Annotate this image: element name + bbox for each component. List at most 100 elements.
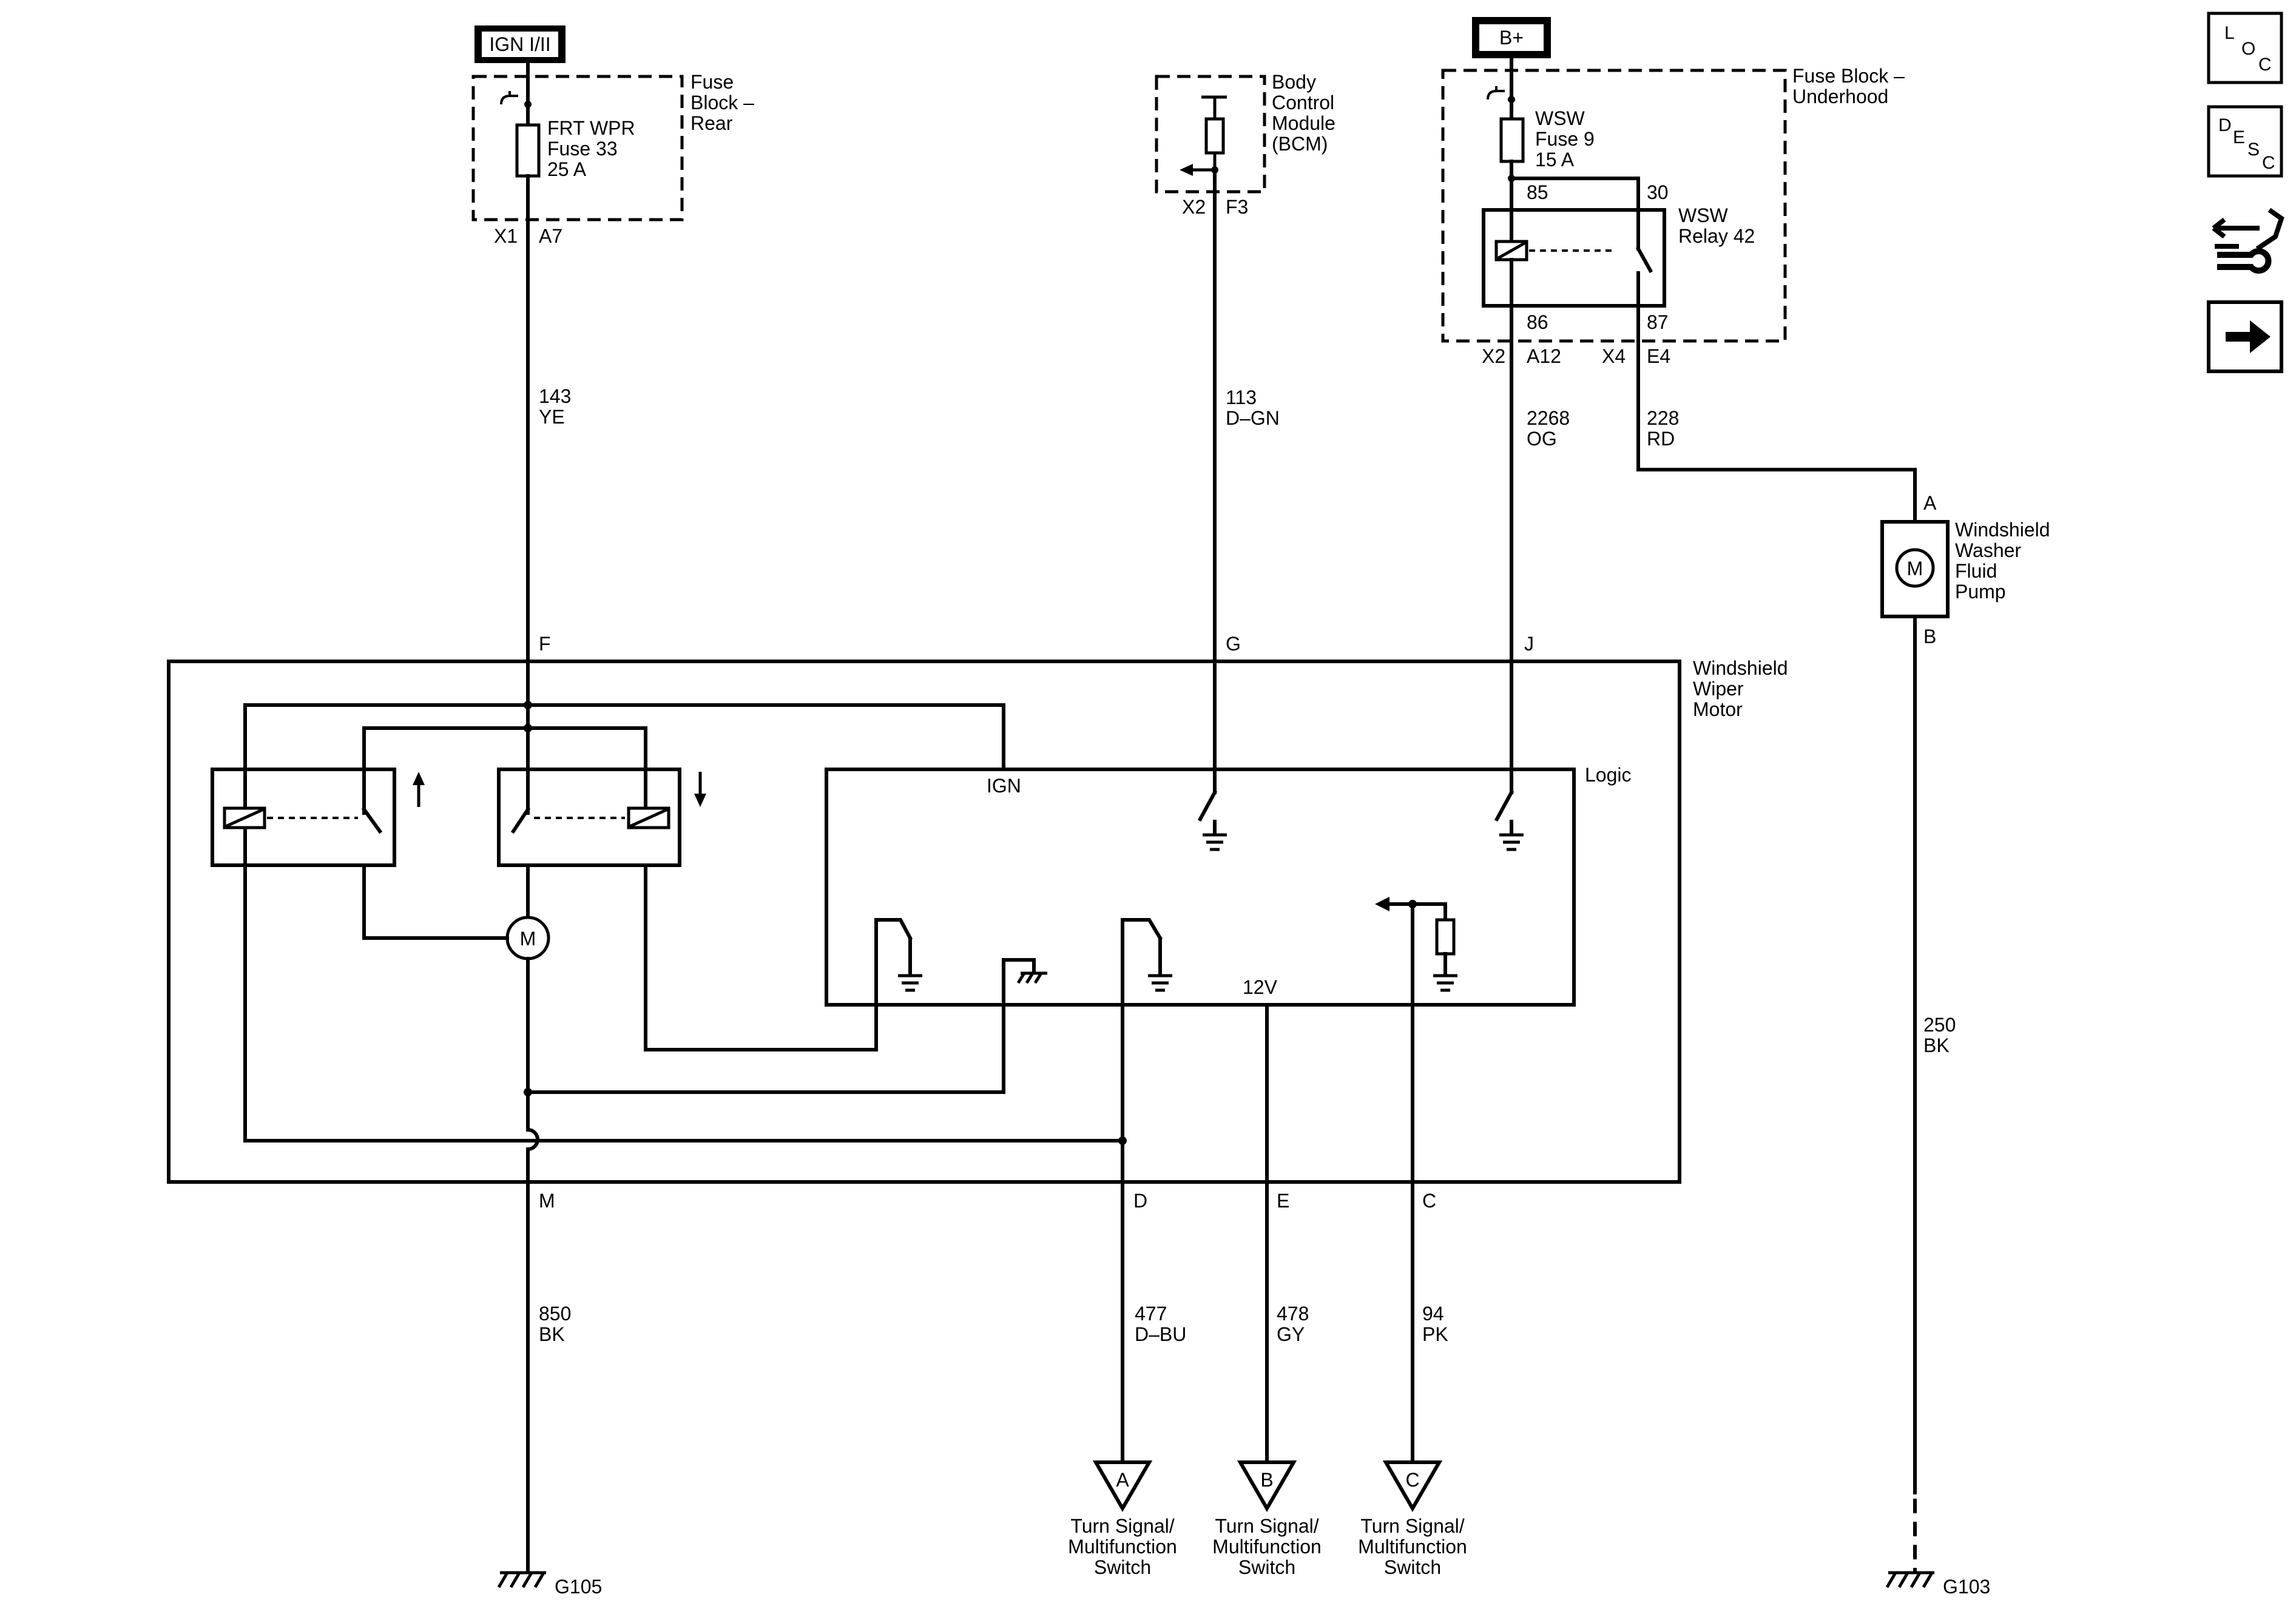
- offpage-connector-a[interactable]: A Turn Signal/ Multifunction Switch: [1068, 1460, 1177, 1578]
- svg-text:Multifunction: Multifunction: [1212, 1536, 1322, 1558]
- pump-motor-icon: [1895, 548, 1935, 588]
- svg-text:X1: X1: [494, 225, 518, 247]
- svg-text:PK: PK: [1422, 1323, 1448, 1345]
- svg-text:X2: X2: [1482, 345, 1505, 367]
- arrow-up-icon: [413, 772, 425, 785]
- svg-text:Multifunction: Multifunction: [1358, 1536, 1467, 1558]
- svg-text:2268: 2268: [1527, 407, 1570, 429]
- svg-text:30: 30: [1647, 181, 1669, 203]
- svg-text:Block –: Block –: [690, 92, 754, 113]
- svg-text:25 A: 25 A: [547, 158, 587, 180]
- wire-477: 477 D–BU: [1121, 1180, 1186, 1464]
- svg-text:J: J: [1524, 633, 1534, 655]
- svg-text:OG: OG: [1527, 428, 1557, 450]
- svg-text:O: O: [2241, 39, 2255, 59]
- svg-text:86: 86: [1527, 311, 1548, 333]
- arrow-down-icon: [694, 794, 706, 807]
- svg-text:Control: Control: [1272, 92, 1334, 113]
- wiper-relay-up: [211, 768, 396, 867]
- svg-text:15 A: 15 A: [1535, 149, 1575, 170]
- svg-text:Relay 42: Relay 42: [1678, 225, 1755, 247]
- svg-text:X2: X2: [1182, 196, 1206, 218]
- fuse-block-rear: Fuse Block – Rear FRT WPR Fuse 33 25 A X…: [471, 61, 754, 247]
- svg-text:Switch: Switch: [1238, 1556, 1295, 1578]
- chassis-ground-icon: [497, 1571, 546, 1588]
- wire-94: 94 PK: [1411, 1180, 1448, 1464]
- battery-source-box: B+: [1472, 17, 1551, 58]
- svg-text:228: 228: [1647, 407, 1679, 429]
- svg-text:FRT WPR: FRT WPR: [547, 117, 635, 139]
- wire-2268: 2268 OG: [1510, 339, 1570, 663]
- loc-button[interactable]: L O C: [2207, 12, 2283, 84]
- svg-text:G105: G105: [555, 1576, 602, 1598]
- svg-text:D: D: [1133, 1190, 1147, 1212]
- pullup-resistor-icon: [1435, 918, 1456, 956]
- svg-text:Wiper: Wiper: [1693, 678, 1744, 700]
- svg-text:478: 478: [1277, 1303, 1309, 1325]
- output-arrow-icon: [1375, 897, 1389, 911]
- svg-text:GY: GY: [1277, 1323, 1305, 1345]
- svg-text:Fuse: Fuse: [690, 71, 734, 93]
- wire-478: 478 GY: [1265, 1180, 1309, 1464]
- svg-text:RD: RD: [1647, 428, 1675, 450]
- svg-text:Fluid: Fluid: [1955, 560, 1997, 582]
- svg-text:F: F: [539, 633, 551, 655]
- svg-text:WSW: WSW: [1678, 204, 1729, 226]
- svg-text:Fuse 9: Fuse 9: [1535, 128, 1595, 150]
- svg-text:12V: 12V: [1243, 976, 1278, 998]
- wire-850: 850 BK: [526, 1180, 571, 1573]
- svg-text:477: 477: [1135, 1303, 1167, 1325]
- svg-text:G103: G103: [1943, 1576, 1990, 1598]
- wire-250: 250 BK: [1913, 615, 1956, 1571]
- svg-text:E4: E4: [1647, 345, 1670, 367]
- svg-text:Fuse Block –: Fuse Block –: [1792, 65, 1905, 87]
- chassis-ground-icon: [1016, 971, 1047, 984]
- logic-module: [825, 768, 1576, 1007]
- svg-text:Body: Body: [1272, 71, 1316, 93]
- svg-text:X4: X4: [1602, 345, 1626, 367]
- svg-text:M: M: [520, 928, 536, 950]
- svg-text:D–BU: D–BU: [1135, 1323, 1186, 1345]
- svg-text:Motor: Motor: [1693, 698, 1743, 720]
- input-switch-icon: [1494, 789, 1514, 822]
- windshield-wiper-motor: Windshield Wiper Motor F G J M: [167, 633, 1788, 1212]
- desc-button[interactable]: D E S C: [2207, 105, 2283, 178]
- ign-source-box: IGN I/II: [474, 25, 566, 63]
- battery-source-label: B+: [1499, 27, 1524, 49]
- fuse-33-icon: [515, 123, 541, 178]
- svg-text:Windshield: Windshield: [1955, 519, 2050, 541]
- svg-text:Windshield: Windshield: [1693, 657, 1788, 679]
- wiper-relay-down: [497, 768, 681, 867]
- offpage-triangle-icon: [1382, 1460, 1443, 1512]
- svg-text:C: C: [2258, 55, 2272, 75]
- ign-source-label: IGN I/II: [489, 33, 550, 55]
- ground-g103: G103: [1885, 1571, 1990, 1598]
- svg-text:Switch: Switch: [1094, 1556, 1151, 1578]
- svg-text:C: C: [1422, 1190, 1436, 1212]
- svg-text:850: 850: [539, 1303, 571, 1325]
- svg-text:Underhood: Underhood: [1792, 86, 1888, 107]
- offpage-connector-b[interactable]: B Turn Signal/ Multifunction Switch: [1212, 1460, 1322, 1578]
- offpage-connector-c[interactable]: C Turn Signal/ Multifunction Switch: [1358, 1460, 1467, 1578]
- connector-repair-icon[interactable]: [2212, 208, 2284, 274]
- next-page-arrow-icon[interactable]: [2207, 300, 2283, 373]
- relay-switch-icon: [1635, 246, 1653, 274]
- washer-fluid-pump: A M Windshield Washer Fluid Pump B: [1880, 492, 2050, 647]
- svg-text:B: B: [1923, 626, 1936, 647]
- svg-text:Logic: Logic: [1585, 764, 1632, 786]
- svg-text:Fuse 33: Fuse 33: [547, 138, 618, 160]
- svg-text:D: D: [2218, 115, 2232, 135]
- svg-text:Rear: Rear: [690, 112, 733, 134]
- svg-text:Switch: Switch: [1384, 1556, 1441, 1578]
- chassis-ground-icon: [1885, 1571, 1934, 1588]
- svg-text:S: S: [2247, 140, 2260, 160]
- fuse-tab-icon: [500, 91, 518, 105]
- svg-text:A: A: [1116, 1469, 1129, 1491]
- svg-text:L: L: [2224, 23, 2235, 43]
- svg-text:94: 94: [1422, 1303, 1444, 1325]
- svg-text:C: C: [1405, 1469, 1419, 1491]
- input-switch-icon: [1197, 789, 1218, 822]
- svg-text:A: A: [1923, 492, 1937, 514]
- svg-text:BK: BK: [539, 1323, 565, 1345]
- svg-text:A12: A12: [1527, 345, 1561, 367]
